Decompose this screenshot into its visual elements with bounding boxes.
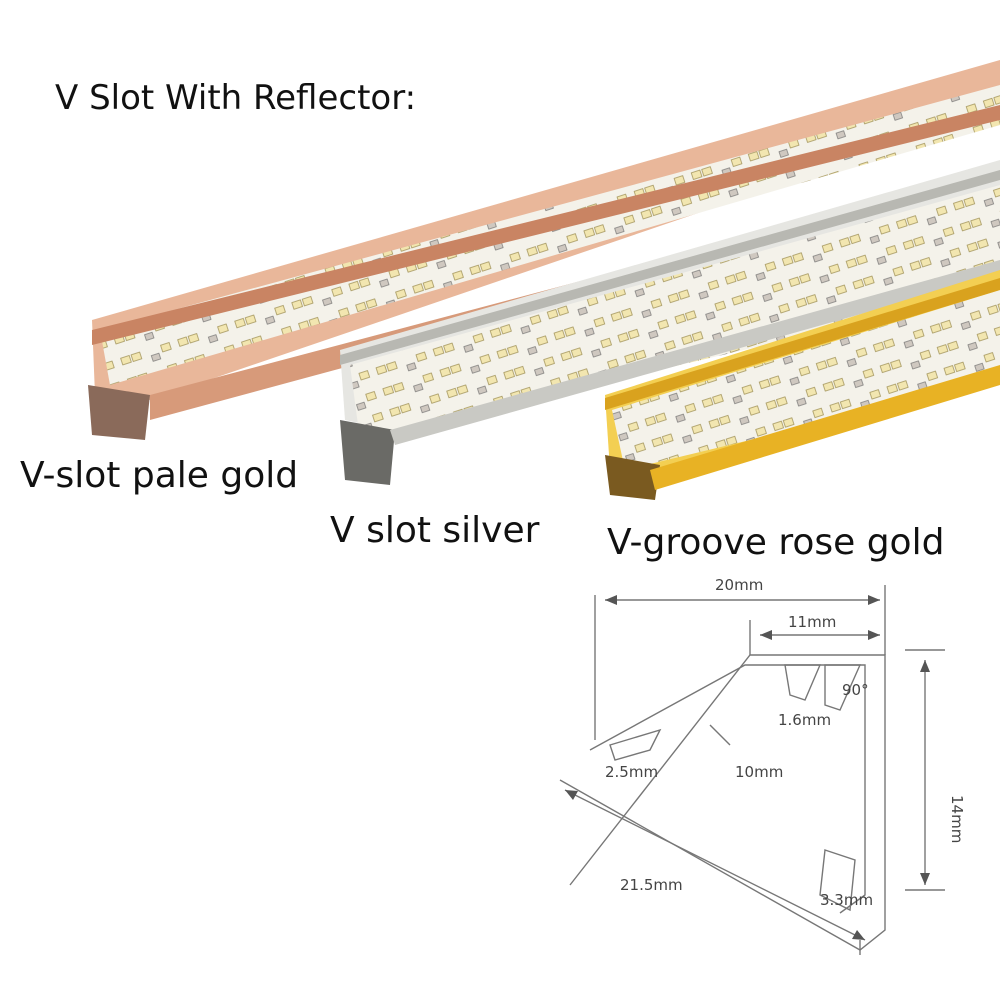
profile-rose-gold (605, 270, 1000, 500)
label-silver: V slot silver (330, 510, 540, 551)
dim-width-inner: 11mm (788, 613, 836, 631)
label-pale-gold: V-slot pale gold (20, 455, 299, 496)
dim-diagonal: 21.5mm (620, 876, 683, 894)
profile-outline (559, 654, 886, 951)
dim-height: 14mm (948, 795, 966, 843)
dim-inner: 10mm (735, 763, 783, 781)
dim-wall: 1.6mm (778, 711, 831, 729)
dim-angle: 90° (842, 681, 869, 699)
dim-lip: 2.5mm (605, 763, 658, 781)
cross-section-diagram: 20mm 11mm 14mm 90° 1.6mm 2.5mm 10mm 21.5… (559, 576, 966, 955)
profile-silver (340, 160, 1000, 485)
dim-width-top: 20mm (715, 576, 763, 594)
led-profiles-illustration (88, 60, 1000, 500)
dim-foot: 3.3mm (820, 891, 873, 909)
page-title: V Slot With Reflector: (55, 78, 417, 118)
label-rose-gold: V-groove rose gold (607, 522, 945, 563)
